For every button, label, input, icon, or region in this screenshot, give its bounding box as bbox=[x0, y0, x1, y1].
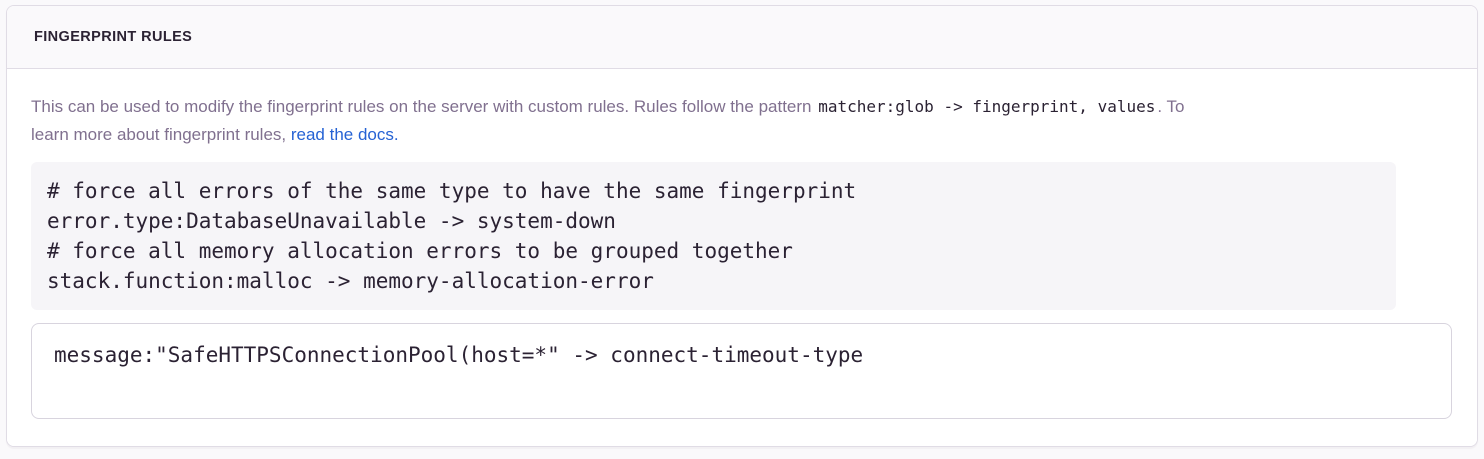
description-line-1: This can be used to modify the fingerpri… bbox=[31, 93, 1396, 121]
panel-title: FINGERPRINT RULES bbox=[34, 29, 193, 45]
description-line-2: learn more about fingerprint rules, read… bbox=[31, 121, 1396, 149]
read-the-docs-link[interactable]: read the docs. bbox=[290, 125, 399, 144]
panel-body: This can be used to modify the fingerpri… bbox=[7, 69, 1477, 446]
fingerprint-rules-panel: FINGERPRINT RULES This can be used to mo… bbox=[6, 5, 1478, 447]
description-text-before-code: This can be used to modify the fingerpri… bbox=[31, 97, 817, 116]
fingerprint-rules-input[interactable]: message:"SafeHTTPSConnectionPool(host=*"… bbox=[31, 323, 1452, 419]
code-example-block: # force all errors of the same type to h… bbox=[31, 162, 1396, 310]
field-description: This can be used to modify the fingerpri… bbox=[31, 93, 1396, 149]
description-text-line2: learn more about fingerprint rules, bbox=[31, 125, 291, 144]
panel-header: FINGERPRINT RULES bbox=[7, 6, 1477, 69]
description-text-after-code: . To bbox=[1157, 97, 1185, 116]
pattern-inline-code: matcher:glob -> fingerprint, values bbox=[818, 97, 1156, 116]
